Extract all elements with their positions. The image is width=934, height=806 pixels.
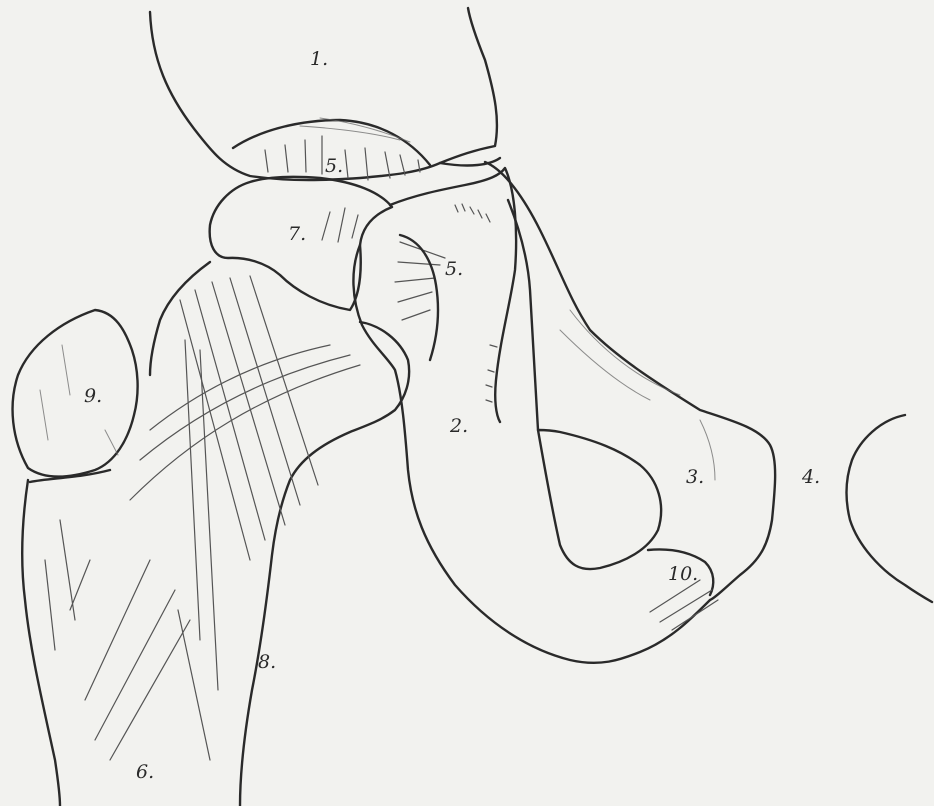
label-5-upper: 5. bbox=[325, 155, 343, 177]
label-4: 4. bbox=[801, 466, 820, 488]
label-10: 10. bbox=[668, 563, 698, 585]
structure-1 bbox=[150, 8, 497, 180]
structure-8 bbox=[130, 262, 409, 806]
label-8: 8. bbox=[258, 651, 276, 673]
label-5-right: 5. bbox=[445, 258, 463, 280]
label-7: 7. bbox=[288, 223, 306, 245]
label-1: 1. bbox=[310, 48, 328, 70]
label-3: 3. bbox=[686, 466, 704, 488]
structure-9 bbox=[13, 310, 138, 477]
structure-6 bbox=[22, 470, 190, 806]
structure-10 bbox=[648, 550, 718, 631]
label-2: 2. bbox=[449, 415, 468, 437]
structure-4 bbox=[846, 415, 932, 602]
label-9: 9. bbox=[84, 385, 102, 407]
label-6: 6. bbox=[136, 761, 154, 783]
